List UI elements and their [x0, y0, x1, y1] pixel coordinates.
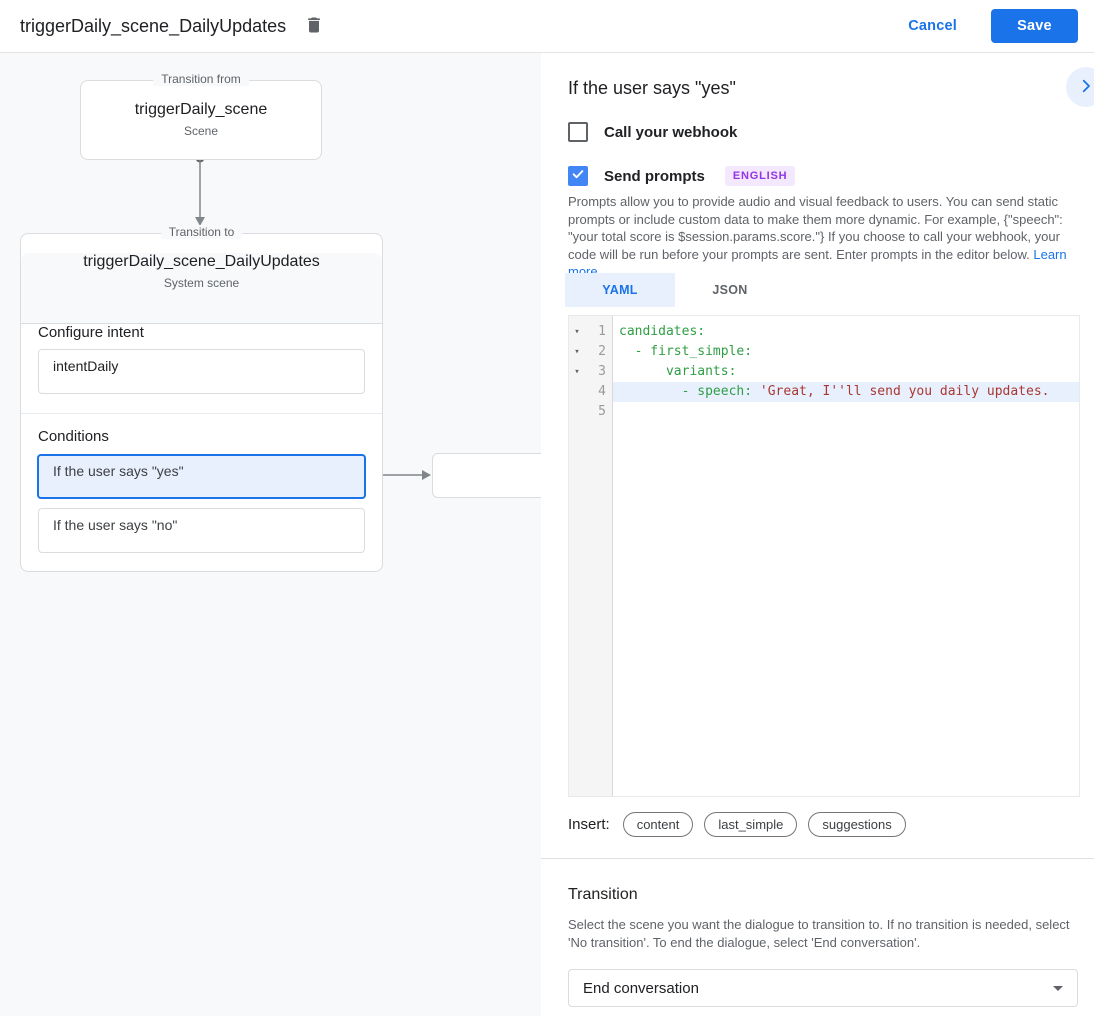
code-token: - speech: — [619, 384, 760, 399]
collapse-panel-button[interactable] — [1066, 67, 1094, 107]
webhook-checkbox[interactable] — [568, 122, 588, 142]
transition-to-card: Transition to triggerDaily_scene_DailyUp… — [20, 225, 383, 572]
configure-intent-label: Configure intent — [38, 324, 144, 341]
gutter-row: ▾3 — [569, 362, 612, 382]
page-title: triggerDaily_scene_DailyUpdates — [20, 15, 287, 36]
transition-from-legend: Transition from — [153, 72, 249, 86]
transition-description: Select the scene you want the dialogue t… — [568, 917, 1070, 950]
conditions-label: Conditions — [38, 428, 109, 445]
code-line-2[interactable]: - first_simple: — [613, 342, 1079, 362]
gutter-row: 5 — [569, 402, 612, 422]
trash-icon — [304, 15, 324, 38]
intent-field[interactable]: intentDaily — [38, 349, 365, 394]
save-button[interactable]: Save — [991, 9, 1078, 43]
editor-code-area[interactable]: candidates: - first_simple: variants: - … — [613, 316, 1079, 796]
code-token: 'Great, I''ll send you daily updates. — [759, 384, 1050, 399]
gutter-row: 4 — [569, 382, 612, 402]
to-scene-header: triggerDaily_scene_DailyUpdates System s… — [21, 253, 382, 324]
cancel-button[interactable]: Cancel — [902, 17, 963, 35]
insert-label: Insert: — [568, 816, 610, 833]
card-divider — [21, 413, 382, 414]
dropdown-arrow-icon — [1053, 985, 1063, 991]
to-scene-type: System scene — [163, 276, 240, 290]
code-line-3[interactable]: variants: — [613, 362, 1079, 382]
send-prompts-label: Send prompts — [604, 167, 705, 185]
panel-title: If the user says "yes" — [568, 78, 736, 98]
condition-editor-panel: If the user says "yes" Call your webhook… — [541, 52, 1094, 1016]
transition-selected-value: End conversation — [583, 979, 699, 997]
next-scene-node[interactable] — [432, 453, 541, 498]
line-number: 2 — [598, 344, 606, 359]
section-divider — [541, 858, 1094, 859]
delete-scene-button[interactable] — [300, 11, 328, 42]
top-bar: triggerDaily_scene_DailyUpdates Cancel S… — [0, 0, 1094, 53]
fold-icon[interactable]: ▾ — [574, 347, 580, 357]
to-scene-name: triggerDaily_scene_DailyUpdates — [83, 253, 320, 270]
fold-icon[interactable]: ▾ — [574, 327, 580, 337]
fold-icon[interactable]: ▾ — [574, 367, 580, 377]
send-prompts-row: Send prompts ENGLISH — [568, 166, 796, 186]
tab-yaml[interactable]: YAML — [565, 273, 675, 307]
code-token: variants: — [619, 364, 737, 379]
code-token: - first_simple: — [619, 344, 753, 359]
insert-chip-last_simple[interactable]: last_simple — [704, 812, 798, 837]
insert-row: Insert: content last_simple suggestions — [568, 812, 906, 837]
gutter-row: ▾1 — [569, 322, 612, 342]
tab-json[interactable]: JSON — [675, 273, 785, 307]
condition-item-yes[interactable]: If the user says "yes" — [37, 454, 366, 499]
gutter-row: ▾2 — [569, 342, 612, 362]
scene-graph-panel: Transition from triggerDaily_scene Scene… — [0, 52, 541, 1016]
transition-title: Transition — [568, 886, 638, 903]
insert-chip-suggestions[interactable]: suggestions — [808, 812, 906, 837]
code-line-5[interactable] — [613, 402, 1079, 422]
code-line-4[interactable]: - speech: 'Great, I''ll send you daily u… — [613, 382, 1079, 402]
send-prompts-checkbox[interactable] — [568, 166, 588, 186]
line-number: 1 — [598, 324, 606, 339]
line-number: 3 — [598, 364, 606, 379]
from-scene-name: triggerDaily_scene — [134, 101, 268, 118]
webhook-row: Call your webhook — [568, 122, 737, 142]
condition-item-no[interactable]: If the user says "no" — [38, 508, 365, 553]
line-number: 5 — [598, 404, 606, 419]
language-badge: ENGLISH — [724, 166, 796, 186]
transition-to-legend: Transition to — [160, 225, 243, 239]
insert-chip-content[interactable]: content — [622, 812, 694, 837]
check-icon — [571, 167, 585, 186]
prompts-description-text: Prompts allow you to provide audio and v… — [568, 194, 1063, 262]
transition-select[interactable]: End conversation — [568, 969, 1078, 1007]
from-scene-type: Scene — [183, 124, 219, 138]
chevron-right-icon — [1077, 77, 1094, 98]
prompts-description: Prompts allow you to provide audio and v… — [568, 193, 1086, 281]
code-line-1[interactable]: candidates: — [613, 322, 1079, 342]
transition-from-node[interactable]: Transition from triggerDaily_scene Scene — [80, 72, 322, 160]
code-token: candidates: — [619, 324, 706, 339]
webhook-label: Call your webhook — [604, 123, 738, 141]
line-number: 4 — [598, 384, 606, 399]
